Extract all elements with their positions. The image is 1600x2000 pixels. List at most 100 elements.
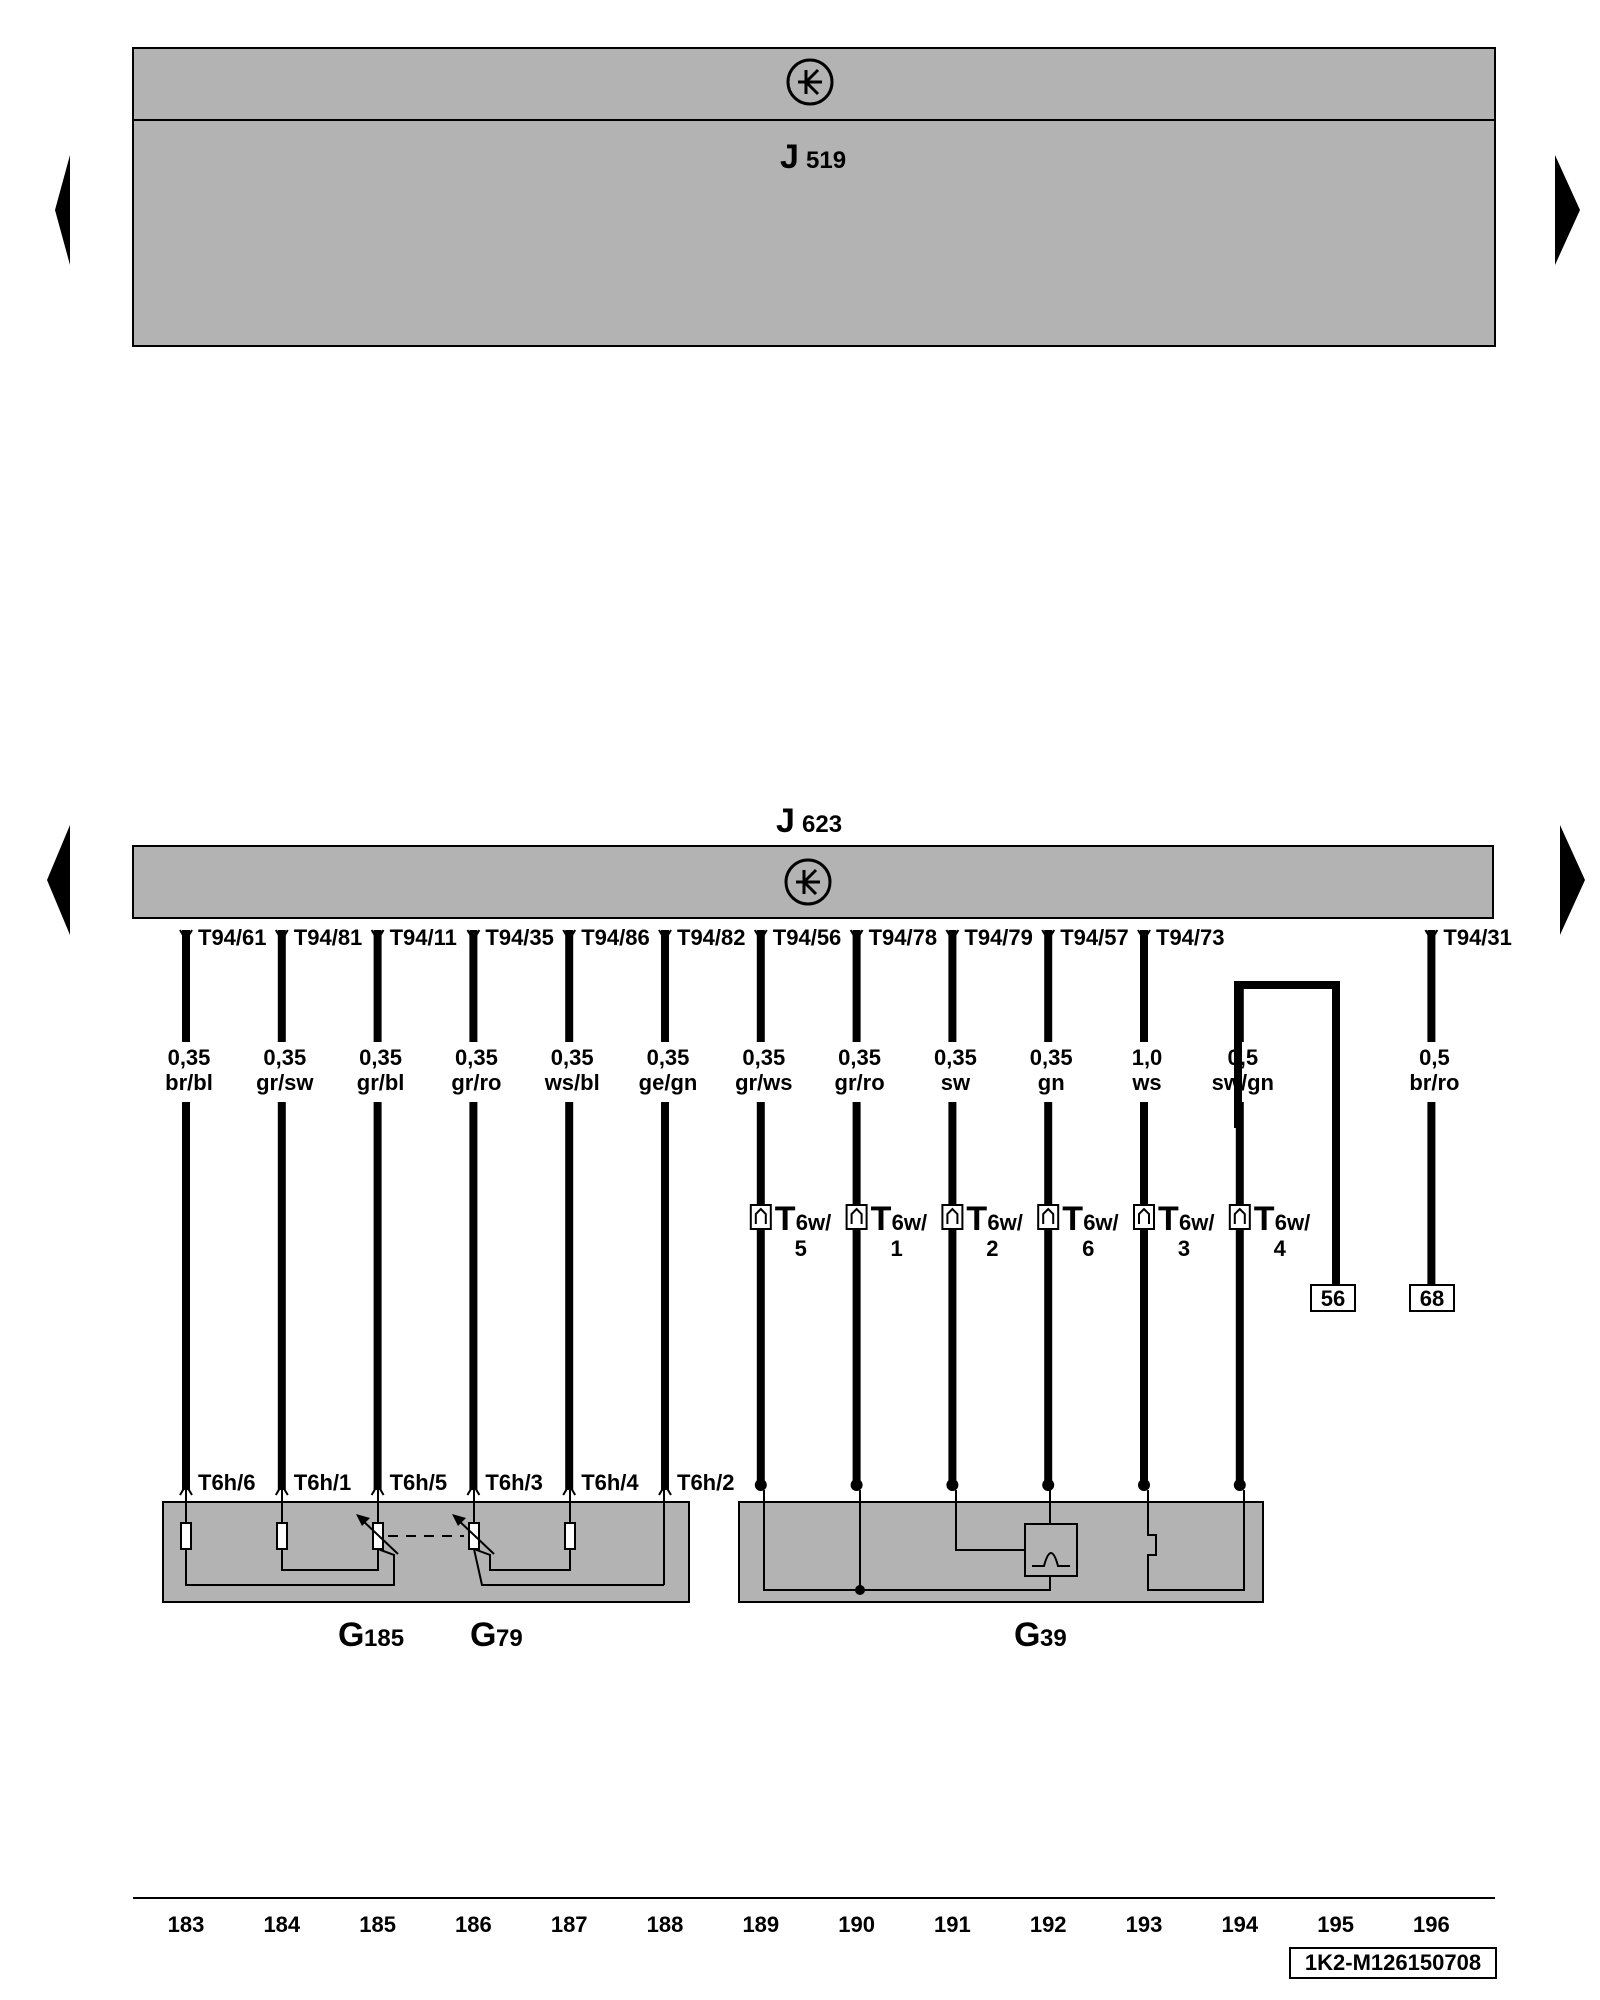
connector-185-label: T6h/5 — [390, 1470, 447, 1495]
connector-186-label: T6h/3 — [485, 1470, 542, 1495]
column-number-195: 195 — [1317, 1912, 1354, 1937]
g39-sensor: G 39 — [738, 1490, 1264, 1654]
wire-196-color: br/ro — [1409, 1070, 1459, 1095]
pin-183-label: T94/61 — [198, 925, 267, 950]
pin-189-terminal — [753, 929, 768, 942]
plug-194-sub: 6w/ — [1275, 1210, 1310, 1235]
nav-left-arrow-top[interactable] — [55, 155, 70, 265]
connector-192-dot — [1042, 1479, 1055, 1491]
pin-188-label: T94/82 — [677, 925, 746, 950]
wire-194-color: sw/gn — [1212, 1070, 1274, 1095]
plug-192-T: T — [1062, 1200, 1083, 1238]
wire-186-color: gr/ro — [451, 1070, 501, 1095]
plug-190-num: 1 — [890, 1236, 902, 1261]
plug-191-sub: 6w/ — [987, 1210, 1022, 1235]
column-number-188: 188 — [647, 1912, 684, 1937]
wire-194-gauge: 0,5 — [1228, 1045, 1259, 1070]
column-number-189: 189 — [742, 1912, 779, 1937]
g39-letter: G — [1014, 1616, 1040, 1654]
j519-letter: J — [780, 138, 799, 176]
pin-190-terminal — [849, 929, 864, 942]
document-id-box: 1K2-M126150708 — [1289, 1947, 1497, 1979]
g79-sub: 79 — [496, 1625, 523, 1652]
column-number-186: 186 — [455, 1912, 492, 1937]
plug-194-num: 4 — [1274, 1236, 1287, 1261]
connector-187-terminal — [562, 1483, 577, 1496]
plug-192-sub: 6w/ — [1083, 1210, 1118, 1235]
wire-193-color: ws — [1131, 1070, 1161, 1095]
connector-189-dot — [754, 1479, 767, 1491]
pin-191-label: T94/79 — [964, 925, 1033, 950]
ref-68-label: 68 — [1420, 1286, 1444, 1311]
pin-184-terminal — [274, 929, 289, 942]
connector-186-terminal — [466, 1483, 481, 1496]
wire-187-color: ws/bl — [544, 1070, 600, 1095]
connector-184-label: T6h/1 — [294, 1470, 351, 1495]
plug-190-pin — [850, 1207, 863, 1224]
column-number-190: 190 — [838, 1912, 875, 1937]
pin-186-terminal — [466, 929, 481, 942]
plug-191-num: 2 — [986, 1236, 998, 1261]
nav-right-arrow-top[interactable] — [1555, 155, 1580, 265]
pin-187-label: T94/86 — [581, 925, 650, 950]
g79-letter: G — [470, 1616, 496, 1654]
pin-190-label: T94/78 — [869, 925, 938, 950]
nav-left-arrow-bottom[interactable] — [47, 825, 70, 935]
pin-196-terminal — [1424, 929, 1439, 942]
pin-191-terminal — [945, 929, 960, 942]
j623-letter: J — [776, 802, 795, 840]
ref-box-68[interactable]: 68 — [1409, 1284, 1455, 1312]
connector-194-dot — [1233, 1479, 1246, 1491]
column-number-194: 194 — [1221, 1912, 1258, 1937]
plug-191-T: T — [966, 1200, 987, 1238]
plug-193-sub: 6w/ — [1179, 1210, 1214, 1235]
connector-183-label: T6h/6 — [198, 1470, 255, 1495]
g185-g79-sensor: G 185 G 79 — [162, 1490, 690, 1654]
column-number-191: 191 — [934, 1912, 971, 1937]
wire-192-color: gn — [1038, 1070, 1065, 1095]
connector-184-terminal — [274, 1483, 289, 1496]
column-number-192: 192 — [1030, 1912, 1067, 1937]
pin-193-label: T94/73 — [1156, 925, 1225, 950]
plug-193-T: T — [1158, 1200, 1179, 1238]
pin-187-terminal — [562, 929, 577, 942]
wire-193-gauge: 1,0 — [1132, 1045, 1163, 1070]
nav-right-arrow-bottom[interactable] — [1560, 825, 1585, 935]
ref-box-56[interactable]: 56 — [1310, 1284, 1356, 1312]
wire-184-color: gr/sw — [256, 1070, 314, 1095]
wire-184-gauge: 0,35 — [263, 1045, 306, 1070]
electronic-module-icon — [784, 858, 832, 906]
plug-191-pin — [946, 1207, 959, 1224]
wire-191-gauge: 0,35 — [934, 1045, 977, 1070]
ref-56-label: 56 — [1321, 1286, 1345, 1311]
wire-188-color: ge/gn — [639, 1070, 698, 1095]
connector-183-terminal — [179, 1483, 193, 1496]
pin-185-label: T94/11 — [390, 925, 457, 950]
pin-185-terminal — [370, 929, 385, 942]
wire-187-gauge: 0,35 — [551, 1045, 594, 1070]
wire-196-gauge: 0,5 — [1419, 1045, 1450, 1070]
plug-189-pin — [754, 1207, 767, 1224]
wire-185-color: gr/bl — [357, 1070, 405, 1095]
column-number-183: 183 — [168, 1912, 205, 1937]
wire-group: T94/610,35br/blT6h/6T94/810,35gr/swT6h/1… — [165, 925, 1512, 1496]
pin-189-label: T94/56 — [773, 925, 842, 950]
column-number-187: 187 — [551, 1912, 588, 1937]
wire-189-color: gr/ws — [735, 1070, 792, 1095]
connector-185-terminal — [370, 1483, 385, 1496]
pin-193-terminal — [1137, 929, 1151, 942]
wire-183-gauge: 0,35 — [168, 1045, 211, 1070]
pin-183-terminal — [179, 929, 193, 942]
connector-187-label: T6h/4 — [581, 1470, 639, 1495]
pin-192-terminal — [1041, 929, 1056, 942]
wire-191-color: sw — [941, 1070, 971, 1095]
plug-190-sub: 6w/ — [892, 1210, 927, 1235]
plug-194-pin — [1233, 1207, 1246, 1224]
column-number-193: 193 — [1126, 1912, 1163, 1937]
plug-189-sub: 6w/ — [796, 1210, 831, 1235]
plug-190-T: T — [871, 1200, 892, 1238]
g39-sub: 39 — [1040, 1625, 1067, 1652]
plug-193-num: 3 — [1178, 1236, 1190, 1261]
